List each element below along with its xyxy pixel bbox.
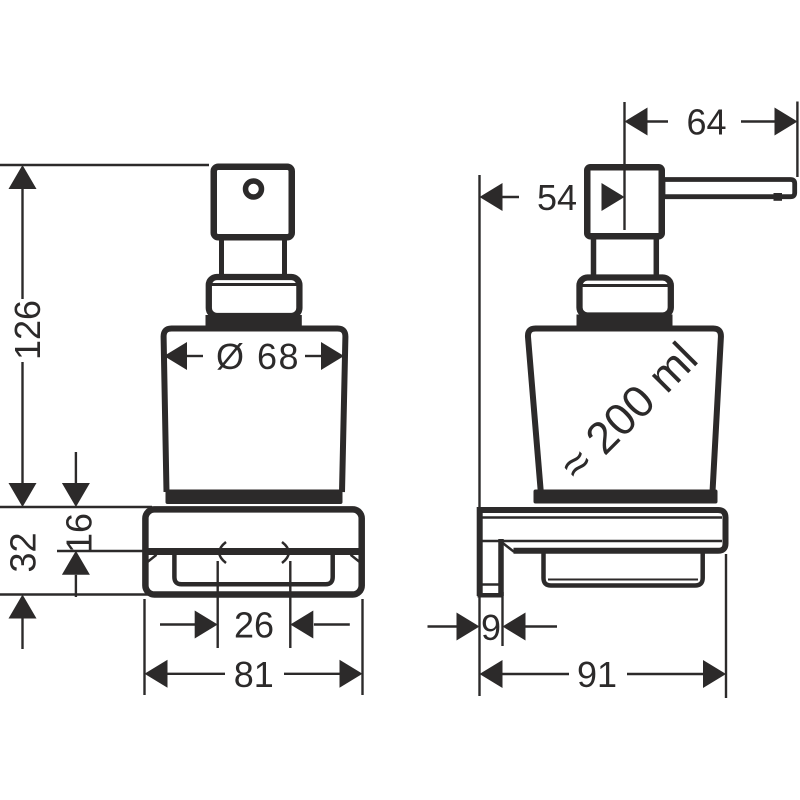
svg-text:91: 91 — [577, 654, 617, 695]
svg-text:Ø 68: Ø 68 — [216, 336, 300, 377]
svg-text:54: 54 — [537, 177, 577, 218]
svg-text:64: 64 — [686, 102, 726, 143]
svg-text:16: 16 — [59, 513, 100, 553]
svg-text:32: 32 — [3, 532, 44, 572]
svg-text:81: 81 — [234, 654, 274, 695]
svg-text:9: 9 — [481, 607, 501, 648]
svg-text:126: 126 — [7, 300, 48, 360]
svg-text:26: 26 — [234, 605, 274, 646]
